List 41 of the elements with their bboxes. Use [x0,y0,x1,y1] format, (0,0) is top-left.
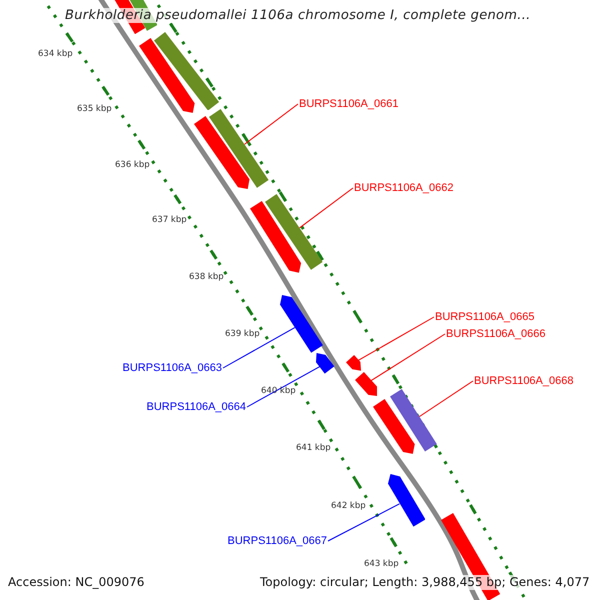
position-label: 637 kbp [152,215,187,225]
gene-label: BURPS1106A_0667 [228,535,327,548]
gene-feature [316,353,335,374]
gene-label: BURPS1106A_0664 [146,401,246,414]
gene-label: BURPS1106A_0668 [474,375,574,388]
gene-label: BURPS1106A_0663 [122,362,222,375]
gene-feature [280,295,323,353]
leader-line [358,316,434,361]
leader-line [244,104,298,145]
position-label: 635 kbp [77,104,112,114]
gene-feature [390,389,437,452]
leader-line [222,327,296,368]
position-label: 638 kbp [189,272,224,282]
gene-label: BURPS1106A_0666 [446,328,546,341]
position-label: 640 kbp [261,386,296,396]
gene-feature [139,38,195,113]
leader-line [418,380,474,418]
gene-feature [373,399,415,454]
gene-feature [154,32,220,110]
leader-line [328,503,400,542]
gene-feature [388,474,425,527]
position-label: 634 kbp [38,49,73,59]
position-label: 636 kbp [115,160,150,170]
gene-feature [346,355,361,371]
position-label: 641 kbp [296,443,331,453]
gene-label: BURPS1106A_0665 [435,311,534,324]
gene-feature [209,109,269,188]
gene-feature [250,201,302,273]
leader-line [246,366,320,408]
footer-text: Topology: circular; Length: 3,988,455 bp; Genes: 4,077 [260,575,590,590]
gene-feature [354,372,377,396]
gene-feature [265,194,323,270]
gene-feature [194,116,250,189]
leader-line [370,334,446,382]
leader-line [299,188,354,228]
gene-label: BURPS1106A_0661 [299,98,398,111]
position-label: 642 kbp [331,501,366,511]
footer-text: Accession: NC_009076 [8,575,144,590]
position-label: 643 kbp [364,559,399,569]
gene-label: BURPS1106A_0662 [354,182,454,195]
position-label: 639 kbp [225,329,260,339]
